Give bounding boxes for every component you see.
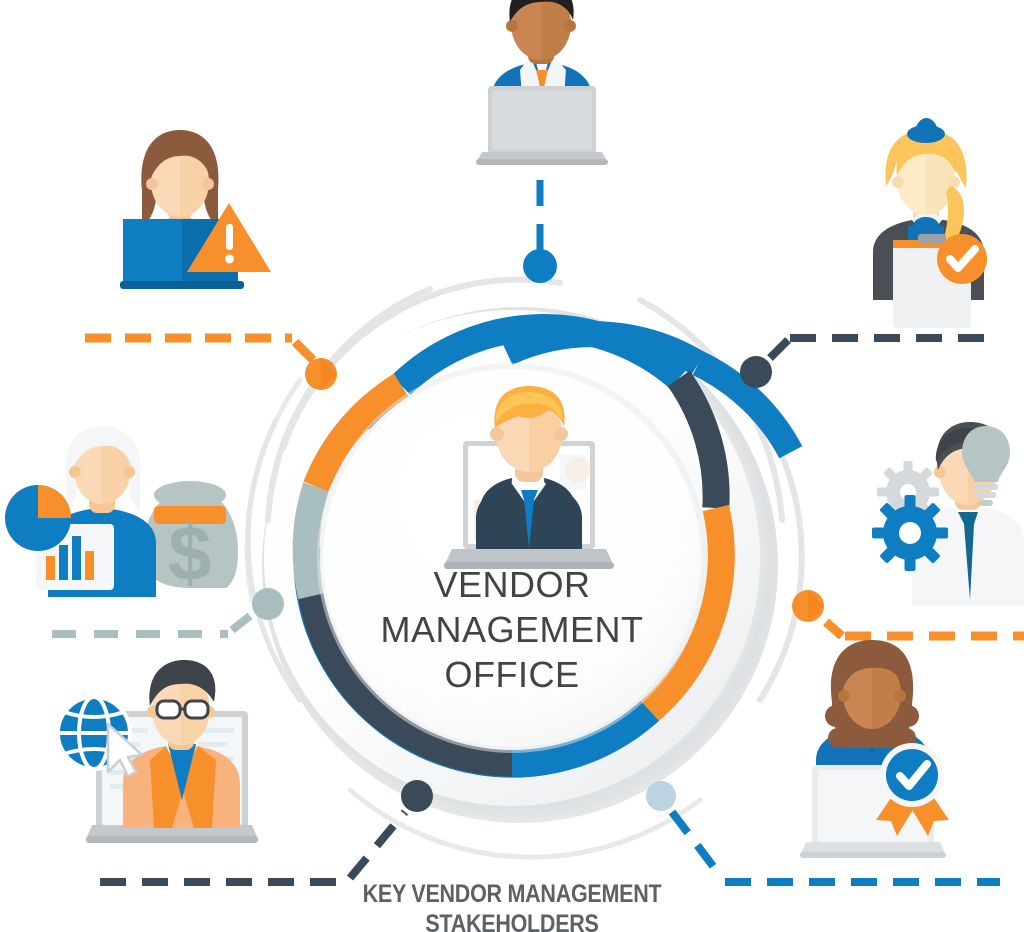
ring-seg-orange-upper-left	[303, 373, 409, 492]
ring-seg-navy-bl2	[298, 593, 362, 693]
connector-top-right	[740, 334, 1000, 388]
check-circle-icon	[937, 234, 987, 284]
glasses-icon	[155, 699, 210, 720]
caption-line-2: STAKEHOLDERS	[425, 910, 599, 932]
node-right	[792, 590, 824, 622]
warning-triangle-icon	[187, 203, 271, 272]
node-top	[523, 249, 557, 283]
stakeholder-right-icon	[872, 422, 1024, 606]
node-top-left	[305, 358, 337, 390]
lightbulb-icon	[962, 426, 1010, 506]
ring-seg-blue-top	[391, 314, 688, 395]
globe-cursor-icon	[56, 695, 144, 778]
stakeholder-top-right-icon	[873, 118, 987, 328]
connector-top	[523, 180, 557, 283]
ring-segment-blue-top	[692, 351, 803, 459]
node-bottom-left	[401, 780, 433, 812]
stakeholder-top-left-icon	[120, 130, 271, 289]
stakeholder-left-icon: $	[5, 426, 238, 597]
connector-bottom-left	[100, 780, 433, 886]
hub-ring-lower	[292, 373, 659, 777]
ring-seg-navy-upper-right	[667, 370, 730, 509]
gears-icon	[872, 461, 948, 571]
node-top-right	[740, 356, 772, 388]
connector-left	[52, 588, 284, 638]
connector-bottom-right	[646, 781, 1000, 886]
stakeholder-bottom-left-icon	[56, 660, 258, 843]
ring-seg-orange-right	[640, 504, 735, 722]
ring-seg-blue-bottom-right	[511, 700, 659, 777]
ring-seg-sage-left	[292, 482, 329, 600]
caption-line-1: KEY VENDOR MANAGEMENT	[362, 880, 662, 908]
node-left	[252, 588, 284, 620]
pie-chart-icon	[5, 485, 71, 551]
stakeholder-top-icon	[476, 0, 608, 165]
connector-top-left	[85, 333, 337, 390]
orbit-arcs	[244, 276, 805, 860]
certificate-ribbon-icon	[876, 743, 949, 836]
center-businessman-laptop-icon	[444, 386, 614, 569]
stakeholder-bottom-right-icon	[800, 640, 949, 858]
connector-right	[792, 590, 1024, 641]
svg-text:$: $	[168, 509, 211, 597]
diagram-caption: KEY VENDOR MANAGEMENT STAKEHOLDERS	[297, 879, 727, 932]
node-bottom-right	[646, 781, 676, 811]
money-bag-icon: $	[142, 481, 238, 597]
ring-seg-navy-bl	[339, 675, 513, 777]
